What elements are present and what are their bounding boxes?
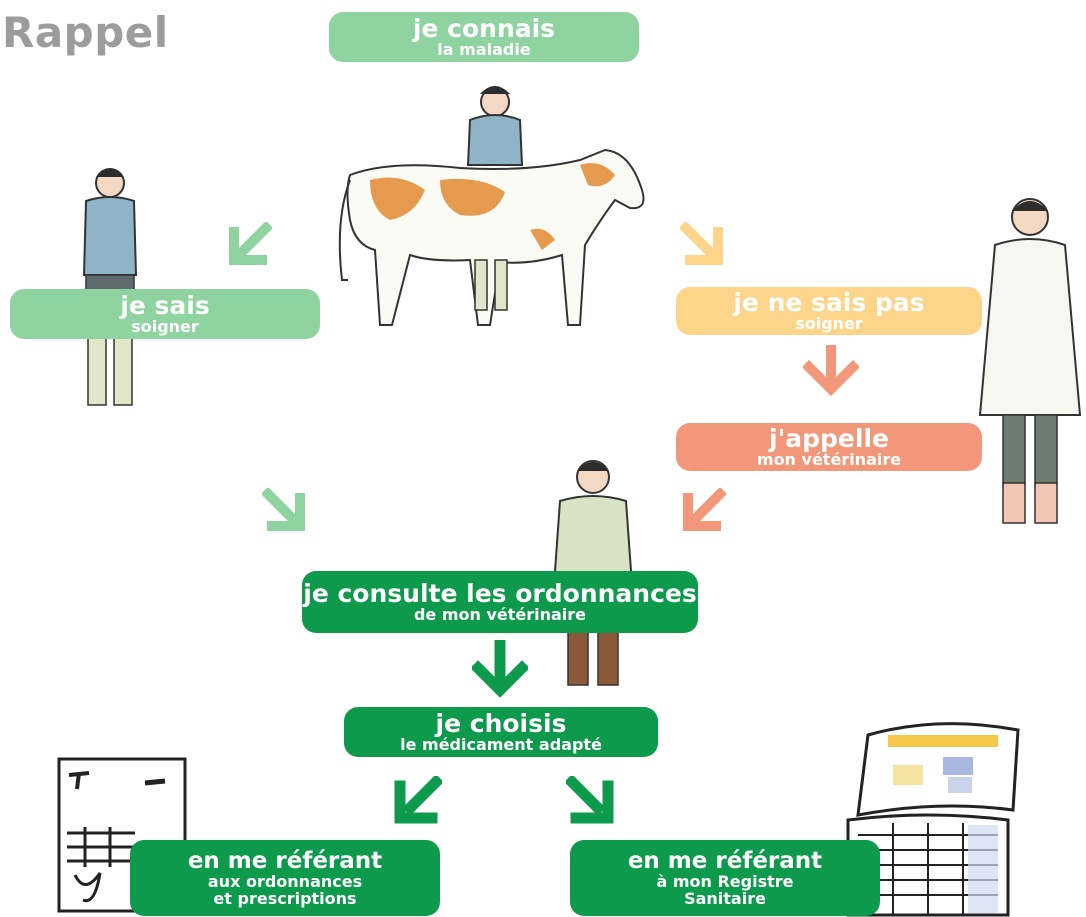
box-je-ne-sais-pas: je ne sais pas soigner <box>676 287 982 335</box>
box-ordonnances-line3: et prescriptions <box>213 888 357 908</box>
box-j-appelle-line2: mon vétérinaire <box>756 450 902 469</box>
box-j-appelle-line1: j'appelle <box>769 424 889 453</box>
box-je-consulte-line2: de mon vétérinaire <box>413 605 587 624</box>
box-je-sais-line2: soigner <box>131 317 199 336</box>
box-je-consulte-line1: je consulte les ordonnances <box>303 579 697 608</box>
box-je-connais-line2: la maladie <box>437 40 531 59</box>
sanitary-register-illustration <box>846 722 1020 917</box>
arrow-down-left-icon <box>229 222 272 265</box>
arrow-down-icon <box>472 640 528 698</box>
box-je-connais-line1: je connais <box>412 14 556 43</box>
box-registre-line2: à mon Registre <box>656 871 794 891</box>
box-registre-line1: en me référant <box>627 847 823 874</box>
box-je-sais-line1: je sais <box>120 291 210 320</box>
page-title: Rappel <box>2 8 169 57</box>
box-registre: en me référant à mon Registre Sanitaire <box>570 840 880 916</box>
box-ordonnances: en me référant aux ordonnances et prescr… <box>130 840 440 916</box>
box-je-ne-sais-pas-line2: soigner <box>795 314 863 333</box>
veterinarian-center-illustration <box>552 460 634 686</box>
box-registre-line3: Sanitaire <box>684 888 766 908</box>
box-j-appelle: j'appelle mon vétérinaire <box>676 423 982 471</box>
arrow-down-icon <box>803 345 859 397</box>
box-je-ne-sais-pas-line1: je ne sais pas <box>733 288 925 317</box>
arrow-down-left-icon <box>683 488 726 531</box>
box-je-choisis: je choisis le médicament adapté <box>344 707 658 757</box>
arrow-down-right-icon <box>680 222 723 265</box>
arrow-down-right-icon <box>262 488 305 531</box>
box-ordonnances-line2: aux ordonnances <box>207 871 363 891</box>
box-je-choisis-line1: je choisis <box>435 709 567 738</box>
arrow-down-left-icon <box>394 776 442 824</box>
veterinarian-right-illustration <box>978 198 1082 524</box>
cow-with-farmer-illustration <box>338 86 645 326</box>
box-je-choisis-line2: le médicament adapté <box>400 735 602 754</box>
box-ordonnances-line1: en me référant <box>187 847 383 874</box>
arrow-down-right-icon <box>566 776 614 824</box>
box-je-connais: je connais la maladie <box>329 12 639 62</box>
box-je-consulte: je consulte les ordonnances de mon vétér… <box>302 571 698 633</box>
box-je-sais: je sais soigner <box>10 289 320 339</box>
